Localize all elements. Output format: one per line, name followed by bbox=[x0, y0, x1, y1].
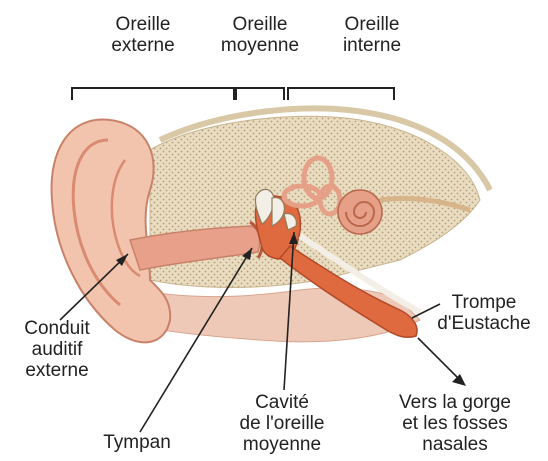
label-ear-canal: Conduit auditif externe bbox=[2, 318, 112, 381]
label-throat-line1: Vers la gorge bbox=[370, 392, 540, 413]
bracket-middle-ear bbox=[236, 88, 284, 100]
bracket-inner-ear bbox=[288, 88, 394, 100]
label-middle-ear-line1: Oreille bbox=[200, 14, 320, 35]
label-tube-line1: Trompe bbox=[420, 292, 548, 313]
cochlea bbox=[338, 190, 382, 234]
label-middle-ear-cavity: Cavité de l'oreille moyenne bbox=[222, 392, 342, 455]
label-throat-line3: nasales bbox=[370, 434, 540, 455]
arrowhead-throat bbox=[452, 374, 466, 386]
bracket-outer-ear bbox=[72, 88, 234, 100]
label-cavity-line2: de l'oreille bbox=[222, 413, 342, 434]
label-inner-ear: Oreille interne bbox=[312, 14, 432, 56]
pointer-throat bbox=[418, 338, 462, 382]
label-outer-ear-line1: Oreille bbox=[78, 14, 208, 35]
label-cavity-line1: Cavité bbox=[222, 392, 342, 413]
label-inner-ear-line2: interne bbox=[312, 35, 432, 56]
label-tube-line2: d'Eustache bbox=[420, 313, 548, 334]
label-ear-canal-line1: Conduit bbox=[2, 318, 112, 339]
label-outer-ear-line2: externe bbox=[78, 35, 208, 56]
label-ear-canal-line3: externe bbox=[2, 360, 112, 381]
label-cavity-line3: moyenne bbox=[222, 434, 342, 455]
label-throat-line2: et les fosses bbox=[370, 413, 540, 434]
label-inner-ear-line1: Oreille bbox=[312, 14, 432, 35]
label-eustachian-tube: Trompe d'Eustache bbox=[420, 292, 548, 334]
label-middle-ear: Oreille moyenne bbox=[200, 14, 320, 56]
label-eardrum-line1: Tympan bbox=[82, 432, 192, 453]
label-eardrum: Tympan bbox=[82, 432, 192, 453]
section-brackets bbox=[72, 88, 394, 100]
label-ear-canal-line2: auditif bbox=[2, 339, 112, 360]
label-outer-ear: Oreille externe bbox=[78, 14, 208, 56]
label-middle-ear-line2: moyenne bbox=[200, 35, 320, 56]
label-to-throat: Vers la gorge et les fosses nasales bbox=[370, 392, 540, 455]
